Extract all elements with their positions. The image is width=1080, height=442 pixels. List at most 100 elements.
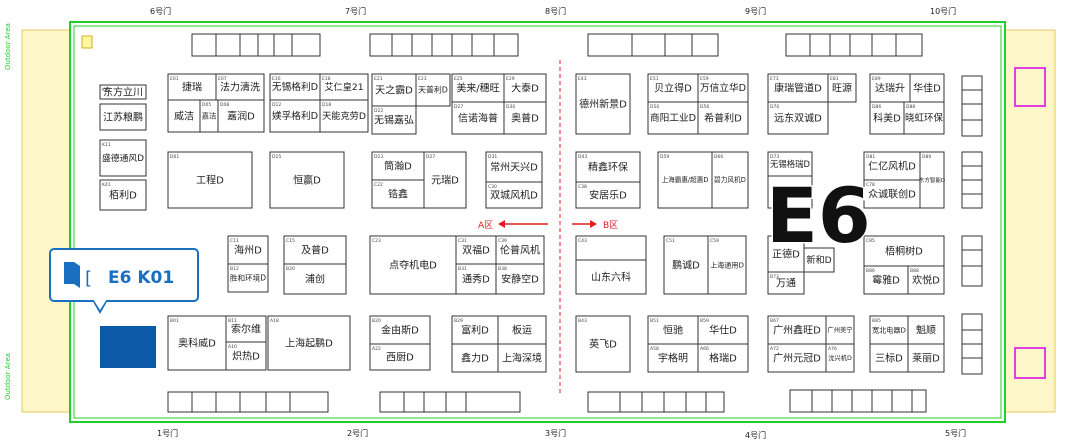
gate-label: 5号门 xyxy=(945,428,966,438)
booth-c44[interactable]: 山东六科 xyxy=(575,259,647,295)
booth-grid: 东方立川K01 江苏粮鹏盛德通风DK11栢利DK41 捷瑞E01法力清洗E07 威洁嘉… xyxy=(99,73,945,373)
booth-c67[interactable]: 正德D xyxy=(767,235,805,273)
booth-name: 广州鑫旺D xyxy=(773,323,821,336)
booth-callout[interactable]: [ E6 K01 xyxy=(49,248,199,314)
booth-name: 大泰D xyxy=(511,81,539,94)
booth-b88[interactable]: 莱丽D xyxy=(907,343,945,373)
booth-b32[interactable]: 上海深境 xyxy=(497,343,547,373)
booth-b75[interactable]: 广州美宁 xyxy=(825,315,855,345)
booth-e02a[interactable]: 威洁 xyxy=(167,99,201,133)
booth-b86[interactable]: 魁顺 xyxy=(907,315,945,345)
booth-outline xyxy=(283,263,347,295)
booth-d74[interactable]: 永利D xyxy=(767,175,813,209)
booth-b30[interactable]: 板运 xyxy=(497,315,547,345)
booth-k02[interactable]: 江苏粮鹏 xyxy=(99,103,147,131)
booth-code: B67 xyxy=(770,318,779,324)
highlighted-booth-k01[interactable] xyxy=(100,326,156,368)
booth-name: 宇格明 xyxy=(658,351,688,364)
booth-c71[interactable]: 新和D xyxy=(803,247,835,273)
booth-e90[interactable]: 华佳D xyxy=(909,73,945,103)
booth-b87[interactable]: 三标D xyxy=(869,343,909,373)
booth-b31[interactable]: 鑫力D xyxy=(451,343,499,373)
booth-outline xyxy=(495,235,545,265)
booth-code: E01 xyxy=(170,76,179,82)
